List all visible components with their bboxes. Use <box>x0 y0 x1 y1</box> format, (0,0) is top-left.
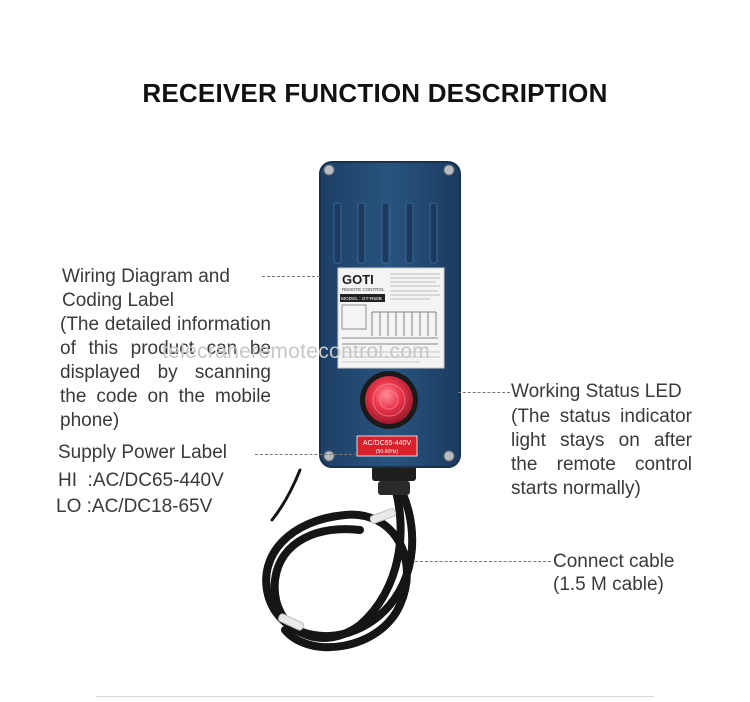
brand-subtitle: REMOTE CONTROL <box>342 287 385 292</box>
cable-note: (1.5 M cable) <box>553 574 664 595</box>
cable-ties <box>278 508 397 631</box>
led-note: (The status indicator light stays on aft… <box>511 406 692 499</box>
page-title: RECEIVER FUNCTION DESCRIPTION <box>142 78 608 108</box>
wiring-label-title: Wiring Diagram and Coding Label <box>62 266 230 311</box>
supply-power-title: Supply Power Label <box>58 442 227 463</box>
bottom-divider <box>96 696 654 697</box>
wiring-coding-label: GOTI REMOTE CONTROL MODEL : GT-R50B <box>337 267 445 369</box>
supply-lo-voltage: LO :AC/DC18-65V <box>56 496 213 517</box>
brand-logo: GOTI <box>342 272 374 287</box>
cable-coil <box>262 468 417 652</box>
leader-line-cable <box>415 561 551 562</box>
cable-title: Connect cable <box>553 551 675 572</box>
leader-line-wiring <box>262 276 320 277</box>
wiring-label-note: (The detailed information of this produc… <box>60 314 271 431</box>
supply-hi-voltage: HI :AC/DC65-440V <box>58 470 224 491</box>
power-label: AC/DC65-440V (50-60Hz) <box>356 435 418 457</box>
screw-icon <box>323 164 455 462</box>
power-label-frequency: (50-60Hz) <box>376 449 399 455</box>
leader-line-supply <box>255 454 357 455</box>
led-title: Working Status LED <box>511 381 682 402</box>
watermark: telecraneremotecontrol.com <box>162 340 431 363</box>
housing-ribs <box>333 202 438 264</box>
leader-line-led <box>458 392 510 393</box>
model-text: MODEL : GT-R50B <box>341 296 382 302</box>
status-led <box>360 371 418 429</box>
power-label-voltage: AC/DC65-440V <box>363 440 412 447</box>
